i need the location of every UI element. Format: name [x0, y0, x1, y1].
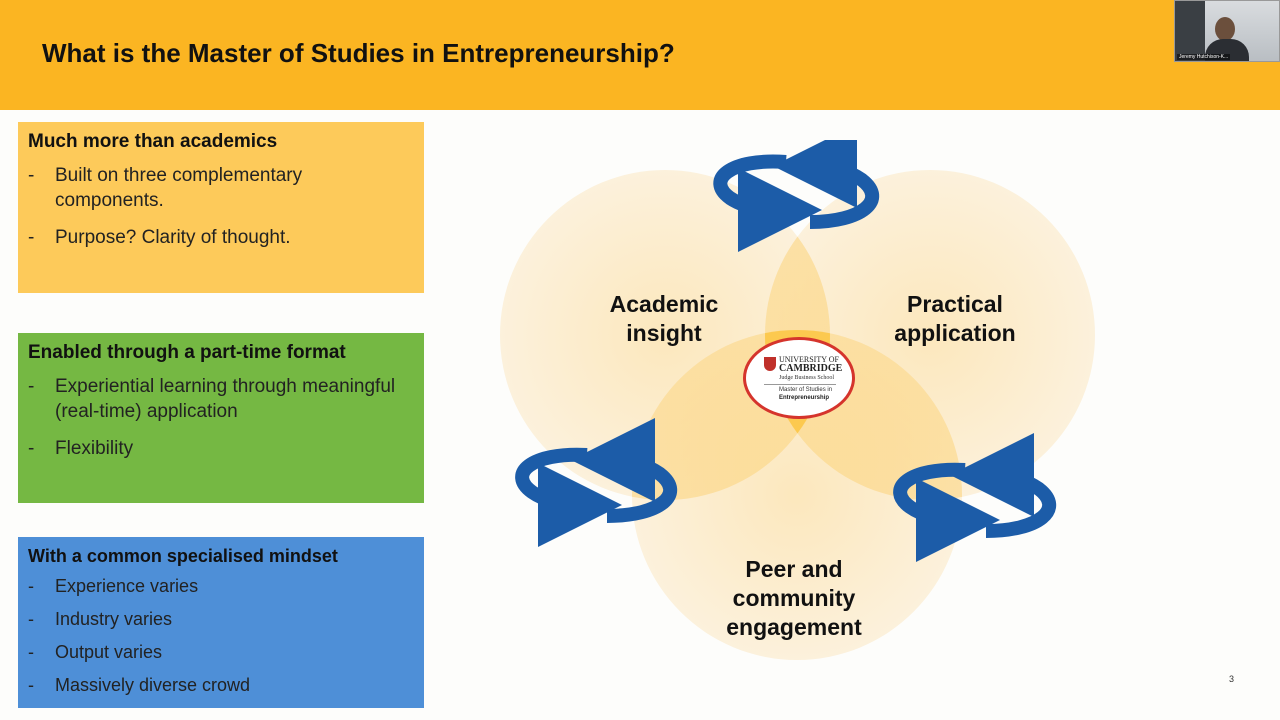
bullet-list: -Experiential learning through meaningfu… [28, 374, 414, 461]
panel-academics: Much more than academics -Built on three… [18, 122, 424, 293]
cambridge-logo: UNIVERSITY OF CAMBRIDGE Judge Business S… [743, 337, 855, 419]
venn-label-practical: Practical application [845, 290, 1065, 348]
title-bar: What is the Master of Studies in Entrepr… [0, 0, 1280, 110]
programme-subject: Entrepreneurship [779, 395, 829, 401]
bullet-item: -Experience varies [28, 575, 414, 597]
bullet-item: -Flexibility [28, 436, 414, 461]
video-background [1175, 1, 1205, 61]
programme-name: Master of Studies in [779, 387, 832, 393]
panel-part-time-format: Enabled through a part-time format -Expe… [18, 333, 424, 503]
cambridge-crest-icon [764, 357, 776, 371]
panel-heading: Much more than academics [28, 131, 414, 153]
page-number: 3 [1229, 674, 1234, 684]
bullet-item: -Massively diverse crowd [28, 674, 414, 696]
venn-label-peer: Peer and community engagement [684, 555, 904, 642]
bullet-item: -Experiential learning through meaningfu… [28, 374, 414, 424]
bullet-item: -Output varies [28, 641, 414, 663]
panel-heading: With a common specialised mindset [28, 546, 414, 567]
bullet-item: -Purpose? Clarity of thought. [28, 225, 414, 250]
participant-video-thumbnail[interactable]: Jeremy Hutchison-K... [1174, 0, 1280, 62]
slide-title: What is the Master of Studies in Entrepr… [42, 38, 675, 69]
school-name: Judge Business School [779, 375, 834, 381]
participant-name: Jeremy Hutchison-K... [1177, 54, 1230, 60]
bullet-item: -Industry varies [28, 608, 414, 630]
panel-mindset: With a common specialised mindset -Exper… [18, 537, 424, 708]
bullet-list: -Experience varies -Industry varies -Out… [28, 575, 414, 696]
panel-heading: Enabled through a part-time format [28, 342, 414, 364]
participant-head [1215, 17, 1235, 41]
venn-label-academic: Academic insight [554, 290, 774, 348]
university-name: UNIVERSITY OF CAMBRIDGE [779, 355, 842, 373]
bullet-item: -Built on three complementary components… [28, 163, 414, 213]
bullet-list: -Built on three complementary components… [28, 163, 414, 250]
logo-divider [764, 384, 836, 385]
